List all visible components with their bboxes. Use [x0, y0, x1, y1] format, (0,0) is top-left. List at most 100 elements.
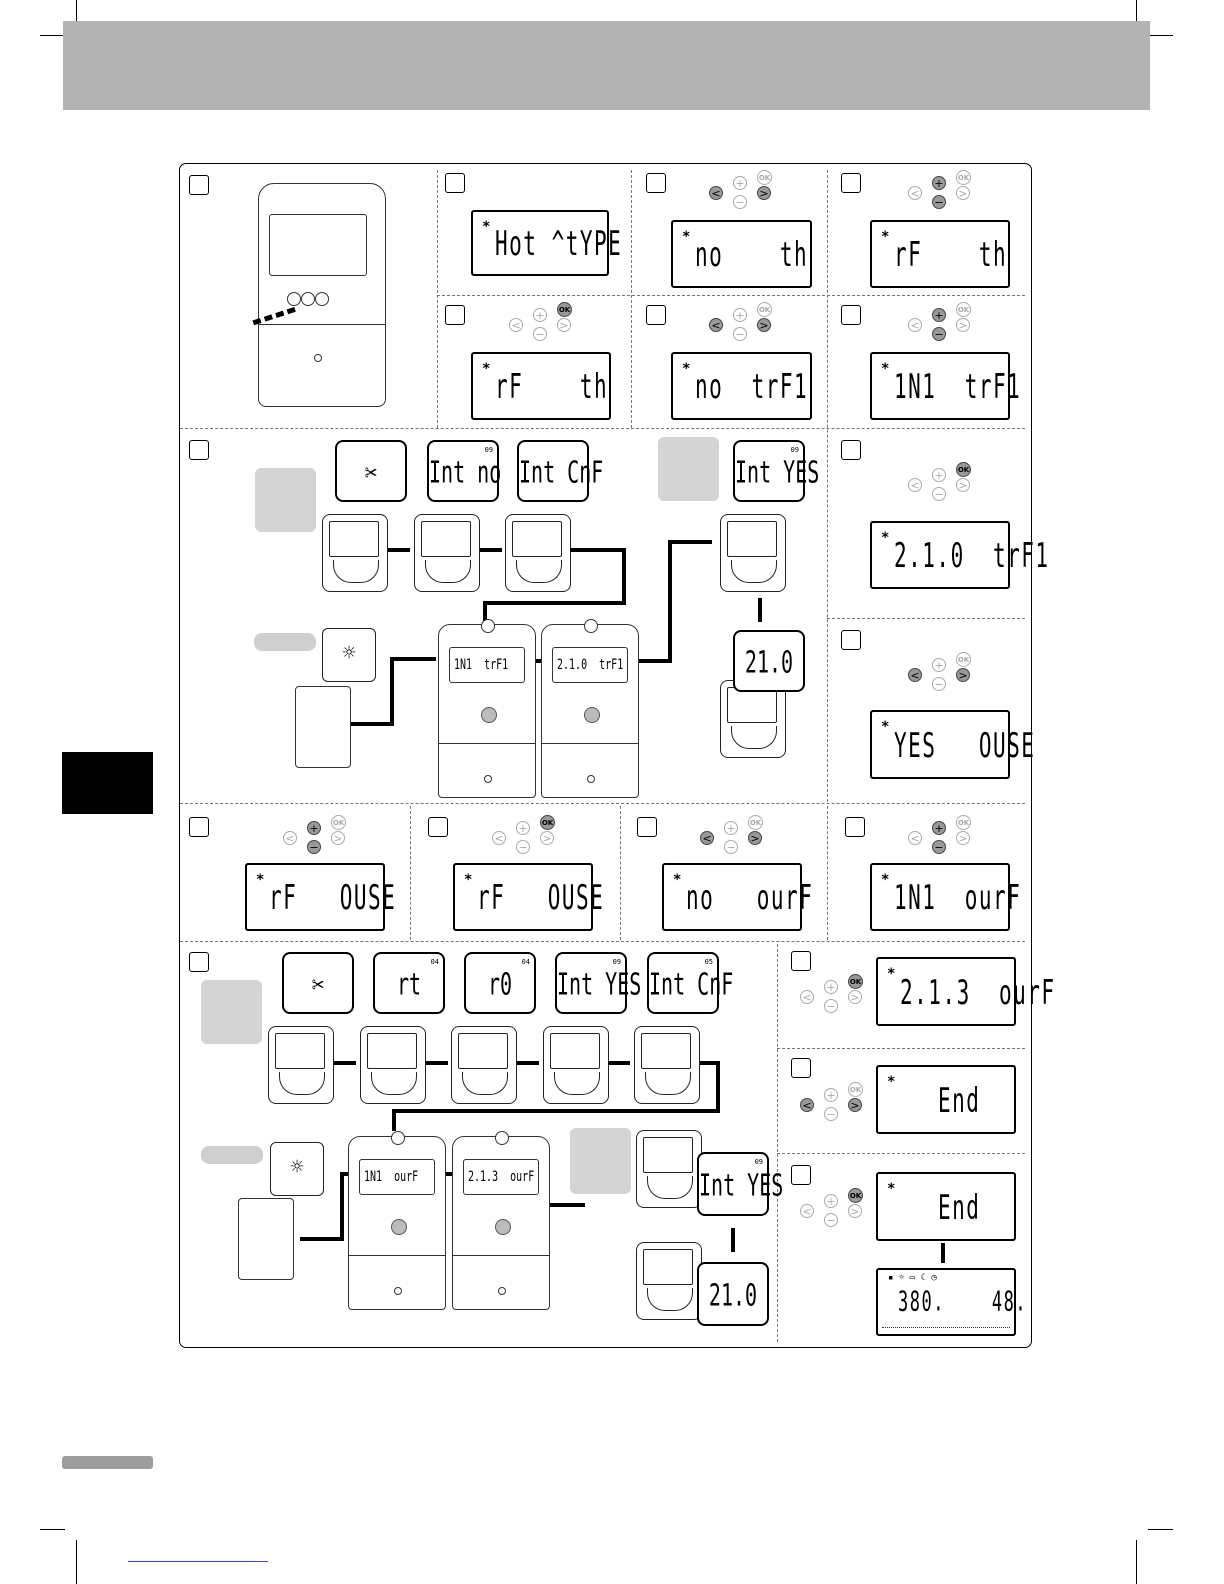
minus-button[interactable]: −	[932, 327, 946, 341]
button-pad: < + − > OK	[509, 302, 579, 348]
controller-screen: 2.1.3 ourF	[463, 1159, 539, 1195]
right-button[interactable]: >	[557, 318, 571, 332]
star-icon: *	[673, 872, 682, 888]
ok-button[interactable]: OK	[757, 170, 772, 185]
ok-button[interactable]: OK	[956, 815, 971, 830]
right-button[interactable]: >	[956, 318, 970, 332]
right-button[interactable]: >	[757, 186, 771, 200]
left-button[interactable]: <	[908, 478, 922, 492]
right-button[interactable]: >	[848, 1098, 862, 1112]
ok-button[interactable]: OK	[956, 462, 971, 477]
minus-button[interactable]: −	[733, 327, 747, 341]
footer-link-line	[128, 1561, 268, 1562]
plus-button[interactable]: +	[824, 1088, 838, 1102]
plus-button[interactable]: +	[307, 821, 321, 835]
right-button[interactable]: >	[956, 668, 970, 682]
arrow	[545, 1203, 585, 1207]
plus-button[interactable]: +	[932, 468, 946, 482]
controller-top	[391, 1131, 405, 1145]
right-button[interactable]: >	[956, 831, 970, 845]
plus-button[interactable]: +	[932, 658, 946, 672]
ok-button[interactable]: OK	[956, 170, 971, 185]
diagram-frame	[179, 163, 1032, 1348]
plus-button[interactable]: +	[516, 821, 530, 835]
divider	[777, 1153, 1025, 1154]
left-button[interactable]: <	[700, 831, 714, 845]
left-button[interactable]: <	[908, 186, 922, 200]
minus-button[interactable]: −	[533, 327, 547, 341]
right-button[interactable]: >	[848, 990, 862, 1004]
minus-button[interactable]: −	[824, 999, 838, 1013]
controller-screen-text: 2.1.0 trF1	[557, 657, 624, 674]
controller: 1N1 ourF	[348, 1131, 446, 1310]
minus-button[interactable]: −	[824, 1107, 838, 1121]
minus-button[interactable]: −	[724, 840, 738, 854]
left-button[interactable]: <	[800, 990, 814, 1004]
left-button[interactable]: <	[908, 831, 922, 845]
plus-button[interactable]: +	[932, 308, 946, 322]
plus-button[interactable]: +	[724, 821, 738, 835]
highlight-box	[255, 468, 316, 532]
plus-button[interactable]: +	[733, 176, 747, 190]
minus-button[interactable]: −	[307, 840, 321, 854]
right-button[interactable]: >	[956, 478, 970, 492]
plus-button[interactable]: +	[533, 308, 547, 322]
plus-button[interactable]: +	[824, 980, 838, 994]
star-icon: *	[464, 872, 473, 888]
ok-button[interactable]: OK	[540, 815, 555, 830]
thermostat	[414, 514, 480, 592]
controller-split	[542, 743, 638, 744]
controller-button	[495, 1219, 511, 1235]
ok-button[interactable]: OK	[848, 1188, 863, 1203]
left-button[interactable]: <	[283, 831, 297, 845]
plus-button[interactable]: +	[932, 821, 946, 835]
ok-button[interactable]: OK	[331, 815, 346, 830]
ok-button[interactable]: OK	[757, 302, 772, 317]
bubble-text: r0	[487, 966, 513, 1002]
controller-screen	[269, 214, 367, 276]
right-button[interactable]: >	[757, 318, 771, 332]
controller-unit-illustration	[258, 183, 386, 407]
right-button[interactable]: >	[956, 186, 970, 200]
minus-button[interactable]: −	[824, 1213, 838, 1227]
right-button[interactable]: >	[540, 831, 554, 845]
plus-button[interactable]: +	[733, 308, 747, 322]
sun-icon: ☼	[322, 628, 376, 682]
highlight-box	[570, 1128, 631, 1194]
left-button[interactable]: <	[800, 1204, 814, 1218]
display-readout: 380. 48.	[898, 1286, 1028, 1319]
left-button[interactable]: <	[800, 1098, 814, 1112]
left-button[interactable]: <	[509, 318, 523, 332]
minus-button[interactable]: −	[932, 487, 946, 501]
left-button[interactable]: <	[908, 318, 922, 332]
minus-button[interactable]: −	[932, 840, 946, 854]
right-button[interactable]: >	[331, 831, 345, 845]
ok-button[interactable]: OK	[956, 652, 971, 667]
ok-button[interactable]: OK	[848, 974, 863, 989]
arrow	[350, 722, 392, 726]
highlight-box	[658, 437, 719, 501]
step-box	[445, 173, 465, 193]
step-box	[841, 305, 861, 325]
button-pad: < + − > OK	[283, 815, 353, 861]
left-button[interactable]: <	[908, 668, 922, 682]
ok-button[interactable]: OK	[557, 302, 572, 317]
step-box	[646, 173, 666, 193]
right-button[interactable]: >	[748, 831, 762, 845]
left-button[interactable]: <	[492, 831, 506, 845]
left-button[interactable]: <	[709, 186, 723, 200]
ok-button[interactable]: OK	[956, 302, 971, 317]
arrow	[570, 548, 626, 552]
button-pad: < + − > OK	[800, 1188, 870, 1234]
plus-button[interactable]: +	[932, 176, 946, 190]
minus-button[interactable]: −	[932, 195, 946, 209]
ok-button[interactable]: OK	[748, 815, 763, 830]
minus-button[interactable]: −	[932, 677, 946, 691]
right-button[interactable]: >	[848, 1204, 862, 1218]
left-button[interactable]: <	[709, 318, 723, 332]
plus-button[interactable]: +	[824, 1194, 838, 1208]
minus-button[interactable]: −	[516, 840, 530, 854]
minus-button[interactable]: −	[733, 195, 747, 209]
ok-button[interactable]: OK	[848, 1082, 863, 1097]
tools-icon: ✂	[364, 454, 378, 490]
